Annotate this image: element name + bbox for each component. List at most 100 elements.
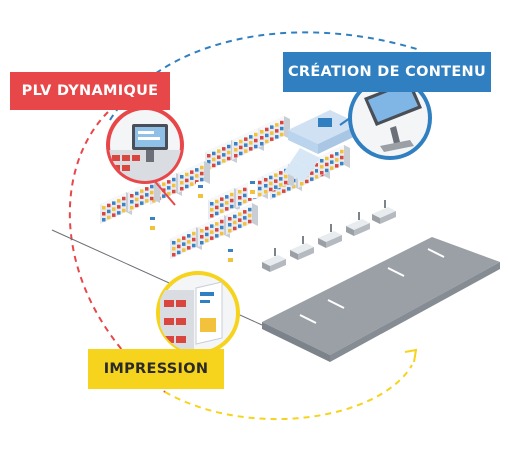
checkout-counters	[262, 200, 396, 272]
endcap-graphic	[150, 217, 155, 220]
product-item	[320, 159, 324, 163]
counter-top	[290, 243, 314, 254]
product-item	[162, 188, 166, 192]
product-item	[107, 215, 111, 220]
product-item	[185, 178, 189, 183]
product-item	[107, 203, 111, 208]
product-item	[320, 165, 324, 169]
plv-dynamique-label: PLV DYNAMIQUE	[21, 83, 159, 99]
shelf-unit	[170, 227, 202, 259]
product-item	[210, 224, 214, 228]
product-item	[258, 192, 262, 197]
product-item	[260, 130, 264, 134]
shelf-top	[170, 227, 202, 242]
checkout-counter	[372, 200, 396, 224]
endcap-panel	[226, 246, 235, 266]
product-item	[305, 179, 309, 184]
product-item	[145, 187, 149, 191]
shelf-top	[205, 140, 237, 155]
product-item	[243, 216, 247, 220]
shelf-side	[204, 161, 210, 184]
product-item	[248, 207, 252, 212]
product-item	[243, 199, 247, 204]
product-item	[177, 238, 181, 243]
product-item	[269, 187, 273, 192]
product-item	[230, 204, 234, 209]
product-item	[222, 159, 226, 163]
product-item	[135, 191, 139, 196]
product-item	[102, 206, 106, 210]
product-item	[320, 171, 324, 175]
endcap-display	[196, 182, 205, 202]
product-item	[112, 201, 116, 205]
counter-side	[372, 214, 380, 224]
product-item	[215, 234, 219, 238]
counter-side	[290, 250, 298, 260]
shelf-unit	[226, 203, 258, 235]
counter-top	[346, 219, 370, 230]
product-item	[335, 152, 339, 156]
product-item	[310, 177, 314, 181]
product-item	[177, 250, 181, 255]
product-item	[215, 222, 219, 226]
product-item	[330, 154, 334, 158]
product-item	[279, 183, 283, 187]
shelf-side	[252, 203, 258, 226]
product-item	[162, 182, 166, 186]
shelf-unit	[178, 161, 210, 193]
endcap-panel	[248, 178, 257, 198]
product-item	[230, 192, 234, 197]
product-item	[284, 180, 288, 185]
product-item	[325, 156, 329, 161]
product-item	[220, 231, 224, 236]
endcap-graphic	[250, 190, 255, 194]
counter-top	[318, 231, 342, 242]
product-item	[167, 180, 171, 184]
product-item	[215, 228, 219, 232]
product-item	[140, 189, 144, 193]
product-item	[117, 199, 121, 203]
counter-front	[354, 223, 370, 236]
product-item	[280, 126, 284, 131]
product-item	[172, 177, 176, 182]
product-item	[244, 137, 248, 141]
product-item	[217, 161, 221, 165]
product-item	[140, 195, 144, 199]
product-item	[225, 201, 229, 205]
product-item	[274, 185, 278, 189]
product-item	[102, 218, 106, 222]
product-item	[258, 186, 262, 191]
endcap-panel	[196, 182, 205, 202]
product-item	[228, 217, 232, 221]
checkout-counter	[346, 212, 370, 236]
product-item	[152, 199, 156, 203]
product-item	[239, 139, 243, 144]
product-item	[210, 202, 214, 206]
product-item	[180, 175, 184, 179]
product-item	[254, 144, 258, 149]
product-item	[195, 180, 199, 184]
product-item	[265, 133, 269, 138]
workflow-arc-yellow	[164, 364, 413, 421]
product-item	[279, 177, 283, 181]
shelf-top	[178, 161, 210, 176]
product-item	[230, 198, 234, 203]
product-item	[225, 195, 229, 199]
checkout-counter	[318, 224, 342, 248]
product-item	[210, 230, 214, 234]
product-item	[340, 149, 344, 154]
product-item	[200, 241, 204, 245]
product-item	[335, 158, 339, 162]
product-item	[228, 223, 232, 227]
plv-callout	[106, 106, 184, 206]
product-item	[260, 136, 264, 140]
product-item	[243, 187, 247, 192]
product-item	[243, 210, 247, 214]
endcap-graphic	[198, 194, 203, 198]
product-item	[190, 170, 194, 174]
product-item	[130, 194, 134, 198]
product-item	[205, 232, 209, 237]
product-item	[185, 172, 189, 177]
product-item	[130, 206, 134, 210]
